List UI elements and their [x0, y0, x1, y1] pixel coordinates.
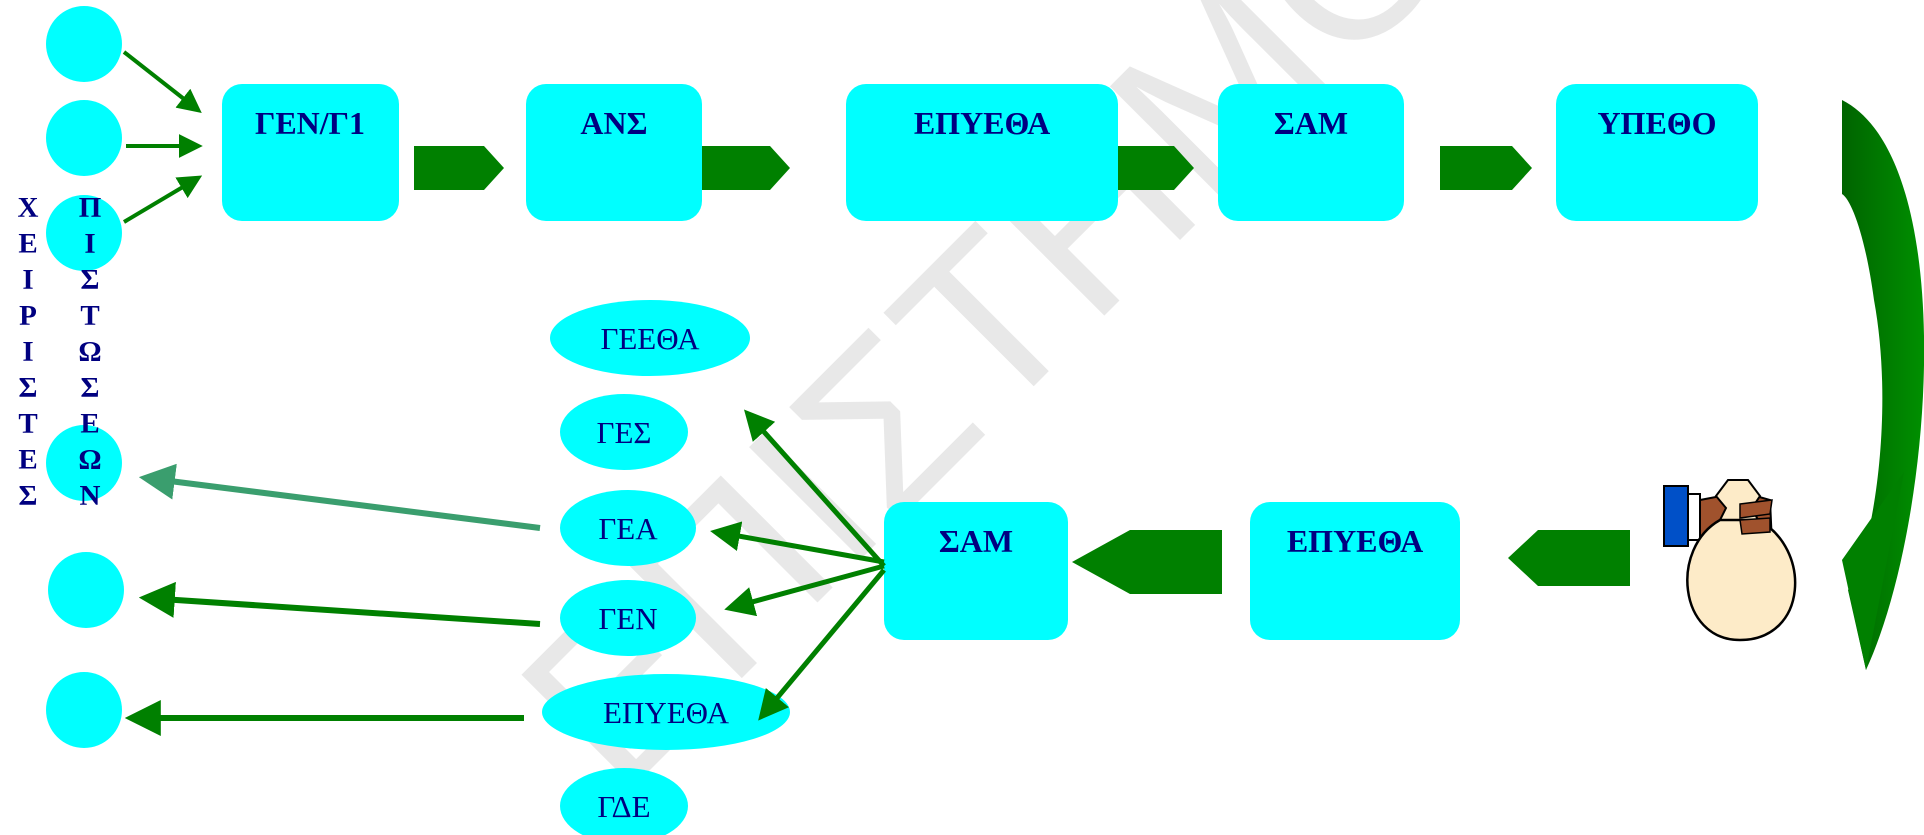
manager-circle-1 — [46, 6, 122, 82]
back-arrow-gen — [138, 581, 541, 627]
box-gen-g1 — [222, 84, 399, 221]
input-arrow-1 — [122, 50, 202, 113]
box-gen-g1-label: ΓΕΝ/Γ1 — [255, 105, 365, 141]
ellipse-gde-label: ΓΔΕ — [597, 789, 650, 824]
flow-arrow-4 — [1440, 146, 1532, 190]
ellipse-gea-label: ΓΕΑ — [598, 511, 658, 546]
fan-arrow-gen — [724, 563, 885, 617]
return-curve-arrowhead — [1842, 472, 1904, 670]
box-epyetha-bottom-label: ΕΠΥΕΘΑ — [1287, 523, 1423, 559]
fan-arrow-epyetha — [758, 568, 886, 721]
flow-arrow-1 — [414, 146, 504, 190]
box-ypetho-label: ΥΠΕΘΟ — [1597, 105, 1716, 141]
manager-circle-2 — [46, 100, 122, 176]
box-ans — [526, 84, 702, 221]
flow-arrow-6 — [1072, 530, 1222, 594]
ellipse-ges-label: ΓΕΣ — [597, 415, 652, 450]
box-epyetha-top — [846, 84, 1118, 221]
input-arrow-3 — [122, 175, 203, 224]
flow-arrow-5 — [1508, 530, 1630, 586]
ellipse-gea — [560, 490, 696, 566]
box-epyetha-bottom — [1250, 502, 1460, 640]
box-sam-bottom — [884, 502, 1068, 640]
vertical-label-credits: ΠΙΣΤΩΣΕΩΝ — [74, 192, 106, 516]
ellipse-gen — [560, 580, 696, 656]
box-ypetho — [1556, 84, 1758, 221]
box-epyetha-top-label: ΕΠΥΕΘΑ — [914, 105, 1050, 141]
flow-arrow-2 — [702, 146, 790, 190]
ellipse-gde — [560, 768, 688, 835]
manager-circle-6 — [46, 672, 122, 748]
fan-arrow-gea — [710, 521, 885, 565]
return-curve-arrow — [1842, 100, 1924, 670]
ellipse-geetha — [550, 300, 750, 376]
ellipse-ges — [560, 394, 688, 470]
flow-arrow-3 — [1118, 146, 1194, 190]
ellipse-geetha-label: ΓΕΕΘΑ — [600, 321, 700, 356]
box-sam-top — [1218, 84, 1404, 221]
fan-arrow-ges — [743, 409, 886, 568]
box-sam-top-label: ΣΑΜ — [1274, 105, 1348, 141]
manager-circle-5 — [48, 552, 124, 628]
ellipse-epyetha — [542, 674, 790, 750]
back-arrow-gea — [138, 463, 541, 531]
money-bag-icon — [1663, 479, 1797, 642]
ellipse-gen-label: ΓΕΝ — [598, 601, 657, 636]
vertical-label-managers: ΧΕΙΡΙΣΤΕΣ — [12, 192, 44, 516]
box-ans-label: ΑΝΣ — [580, 105, 647, 141]
manager-circle-3 — [46, 195, 122, 271]
box-sam-bottom-label: ΣΑΜ — [939, 523, 1013, 559]
manager-circle-4 — [46, 425, 122, 501]
ellipse-epyetha-label: ΕΠΥΕΘΑ — [603, 695, 730, 730]
